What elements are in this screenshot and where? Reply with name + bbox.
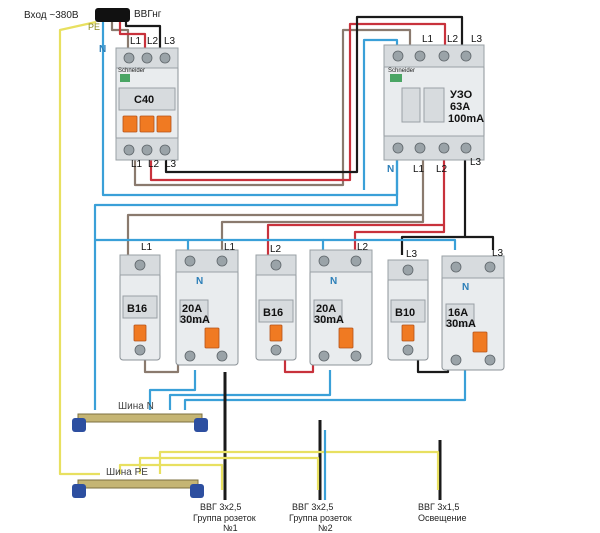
input-cable-sheath <box>95 8 130 22</box>
rcd-bottom-l2: L2 <box>436 164 448 175</box>
pe-out-3 <box>158 450 440 490</box>
c40-out-l3: L3 <box>165 159 177 170</box>
g-n-bus-3 <box>183 370 467 410</box>
group-2-rcd-phase: L2 <box>357 242 369 253</box>
group-2-rcd-n: N <box>330 276 337 287</box>
output-1-line2: Группа розеток <box>193 513 256 523</box>
svg-text:Schneider: Schneider <box>388 68 415 74</box>
output-1-cable: ВВГ 3х2,5 <box>200 502 241 512</box>
pe-out-2 <box>138 456 320 490</box>
group-2-rcd: 20A 30mA <box>309 249 373 366</box>
pe-bus <box>72 479 204 498</box>
rcd-main-line3: 100mA <box>448 113 484 125</box>
output-3-line2: Освещение <box>418 513 467 523</box>
group-3-breaker-phase: L3 <box>406 249 418 260</box>
rcd-bottom-l3: L3 <box>470 157 482 168</box>
output-3-cable: ВВГ 3х1,5 <box>418 502 459 512</box>
g-n-bus-1 <box>148 370 197 410</box>
group-2-breaker-phase: L2 <box>270 244 282 255</box>
rcd-l1-out <box>126 160 425 255</box>
main-rcd: Schneider УЗО 63А 100mA <box>383 44 485 161</box>
group-3-rcd: 16A 30mA <box>441 255 505 371</box>
svg-text:20A: 20A <box>316 303 336 315</box>
n-bus-label: Шина N <box>118 401 154 412</box>
c40-to-rcd-l2 <box>149 22 447 182</box>
svg-text:16A: 16A <box>448 307 468 319</box>
c40-to-rcd-l3 <box>164 15 464 174</box>
group-1-rcd: 20A 30mA <box>175 249 239 366</box>
group-3-rcd-n: N <box>462 282 469 293</box>
pe-wire-main <box>58 20 100 476</box>
svg-text:Schneider: Schneider <box>118 68 145 74</box>
rcd-l3-out <box>400 160 467 255</box>
c40-out-l1: L1 <box>131 159 143 170</box>
rcd-bottom-n: N <box>387 164 394 175</box>
input-l1-label: L1 <box>130 36 142 47</box>
rcd-bottom-l1: L1 <box>413 164 425 175</box>
rcd-top-l1: L1 <box>422 34 434 45</box>
output-2-cable: ВВГ 3х2,5 <box>292 502 333 512</box>
svg-text:30mA: 30mA <box>446 318 476 330</box>
rcd-main-line2: 63А <box>450 101 470 113</box>
output-2-line2: Группа розеток <box>289 513 352 523</box>
pe-bus-label: Шина PE <box>106 467 148 478</box>
group-1-rcd-n: N <box>196 276 203 287</box>
rcd-main-line1: УЗО <box>450 89 473 101</box>
rcd-l3-out-b <box>465 235 495 250</box>
rcd-top-l3: L3 <box>471 34 483 45</box>
group-1-breaker-phase: L1 <box>141 242 153 253</box>
rcd-top-l2: L2 <box>447 34 459 45</box>
main-breaker-rating: C40 <box>134 94 154 106</box>
input-pe-label: PE <box>88 22 100 32</box>
rcd-l1-out-b <box>220 215 425 250</box>
input-l3-wire <box>124 22 162 50</box>
input-l3-label: L3 <box>164 36 176 47</box>
group-1-rcd-phase: L1 <box>224 242 236 253</box>
input-l2-wire <box>118 22 147 50</box>
output-2-line3: №2 <box>318 523 333 533</box>
g-n-bus-2 <box>168 370 332 410</box>
c40-out-l2: L2 <box>148 159 160 170</box>
n-bus <box>72 413 208 432</box>
svg-text:30mA: 30mA <box>180 314 210 326</box>
input-n-label: N <box>99 44 106 55</box>
group-3-breaker: B10 <box>387 259 429 361</box>
input-label: Вход ~380В <box>24 10 79 21</box>
svg-text:B16: B16 <box>127 303 147 315</box>
svg-text:B16: B16 <box>263 307 283 319</box>
group-2-breaker: B16 <box>255 254 297 361</box>
group-1-breaker: B16 <box>119 254 161 361</box>
rcd-n-to-g3 <box>323 238 457 250</box>
group-3-rcd-phase: L3 <box>492 248 504 259</box>
svg-text:30mA: 30mA <box>314 314 344 326</box>
c40-to-rcd-l1 <box>133 28 412 187</box>
svg-text:20A: 20A <box>182 303 202 315</box>
input-cable-label: ВВГнг <box>134 9 162 20</box>
main-breaker-c40: Schneider C40 <box>115 47 179 161</box>
pe-out-1 <box>118 463 224 490</box>
output-1-line3: №1 <box>223 523 238 533</box>
rcd-n-to-g2 <box>188 238 325 250</box>
rcd-n-out <box>93 160 399 410</box>
input-l2-label: L2 <box>147 36 159 47</box>
svg-text:B10: B10 <box>395 307 415 319</box>
